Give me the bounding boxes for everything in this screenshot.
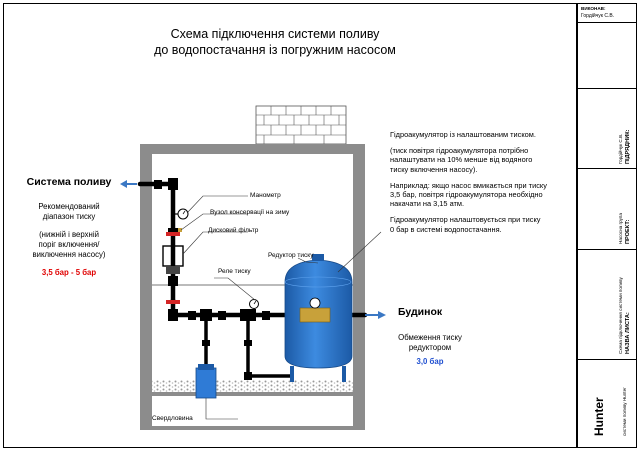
note-p2-l1: (тиск повітря гідроакумулятора потрібно (390, 146, 529, 156)
scheme-title: Схема підключення системи поливу до водо… (90, 26, 460, 58)
author-name: Гордійчук С.В. (581, 13, 615, 19)
author-cell: ВИКОНАВ: Гордійчук С.В. (578, 4, 636, 23)
sheet-text: Схема підключення системи поливу (618, 277, 623, 354)
reducer-limit-block: Обмеження тиску редуктором 3,0 бар (372, 333, 488, 367)
title-block: ВИКОНАВ: Гордійчук С.В. ПІДРЯДНИК: Горді… (577, 3, 637, 448)
threshold-line-3: виключення насосу) (32, 250, 106, 259)
irrigation-block: Система поливу (10, 176, 128, 189)
disc-filter-label: Дисковий фільтр (208, 227, 259, 234)
recommended-line-2: діапазон тиску (42, 212, 96, 221)
recommended-line-1: Рекомендований (38, 202, 100, 211)
house-label: Будинок (398, 306, 443, 318)
note-p1: Гідроакумулятор із налаштованим тиском. (390, 130, 536, 139)
drawing-frame (3, 3, 577, 448)
threshold-line-1: (нижній і верхній (39, 230, 99, 239)
note-p3-l1: Наприклад: якщо насос вмикається при тис… (390, 180, 547, 190)
note-p4-l2: 0 бар в системі водопостачання. (390, 224, 502, 234)
brick-vent (255, 105, 347, 145)
author-label: ВИКОНАВ: (581, 6, 606, 11)
leader-lines (180, 195, 382, 420)
irrigation-arrow (120, 180, 137, 188)
red-valve-low (166, 300, 180, 304)
title-line-2: до водопостачання із погружним насосом (154, 43, 396, 57)
note-p3-l3: накачати на 3,15 атм. (390, 199, 465, 209)
project-text: Насосна група (618, 213, 623, 244)
contractor-label: ПІДРЯДНИК: (625, 129, 631, 165)
conservation-node-label: Вузол консервації на зиму (210, 209, 290, 216)
brand-logo: Hunter (592, 397, 606, 436)
brand-subtitle: системи поливу Hunter (622, 387, 627, 436)
pressure-range-value: 3,5 бар - 5 бар (41, 268, 97, 277)
limit-line-2: редуктором (408, 343, 452, 352)
threshold-line-2: поріг включення/ (38, 240, 100, 249)
pressure-reducer-label: Редуктор тиску (268, 252, 314, 259)
title-line-1: Схема підключення системи поливу (170, 27, 380, 41)
note-p2-l2: налаштувати на 10% менше від водяного (390, 155, 533, 165)
house-arrow (365, 311, 386, 319)
pressure-relay-label: Реле тиску (218, 268, 251, 275)
limit-line-1: Обмеження тиску (398, 333, 462, 342)
project-label: ПРОЕКТ: (625, 219, 631, 244)
borehole-label: Свердловина (152, 415, 193, 422)
irrigation-label: Система поливу (26, 176, 112, 188)
note-p3-l2: 3,5 бар, повітря гідроакумулятора необхі… (390, 190, 543, 200)
pressure-reducer (299, 297, 331, 323)
pressure-relay-gauge (249, 299, 259, 309)
tank-notes: Гідроакумулятор із налаштованим тиском. … (390, 130, 570, 234)
limit-value: 3,0 бар (416, 357, 444, 366)
manometer-label: Манометр (250, 192, 281, 199)
pressure-range-block: Рекомендований діапазон тиску (нижній і … (10, 202, 128, 278)
note-p2-l3: тиску включення насосу). (390, 164, 478, 174)
borehole-pump (195, 364, 217, 399)
winter-valve (166, 228, 182, 236)
manometer-gauge (173, 208, 189, 220)
contractor-text: Гордійчук С.В. (618, 133, 623, 164)
sheet-label: НАЗВА ЛИСТА: (625, 312, 631, 354)
disc-filter (162, 245, 184, 274)
note-p4-l1: Гідроакумулятор налаштовується при тиску (390, 215, 541, 225)
